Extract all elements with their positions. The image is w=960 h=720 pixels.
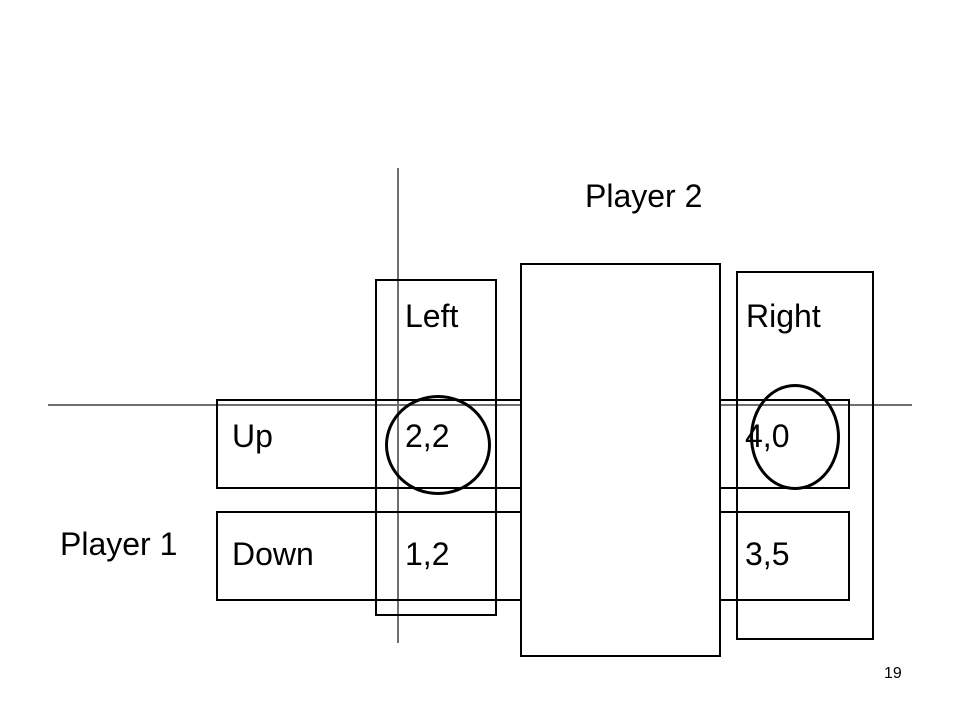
column-box-right <box>736 271 874 640</box>
player-1-label: Player 1 <box>60 526 178 562</box>
column-box-middle <box>520 263 721 657</box>
column-label-right: Right <box>746 298 821 334</box>
page-number: 19 <box>884 665 902 682</box>
payoff-down-right: 3,5 <box>745 536 790 572</box>
player-2-label: Player 2 <box>585 178 703 214</box>
best-response-circle-up-left <box>385 395 491 495</box>
column-label-left: Left <box>405 298 459 334</box>
column-box-left <box>375 279 497 616</box>
payoff-down-left: 1,2 <box>405 536 450 572</box>
best-response-circle-up-right <box>750 384 840 490</box>
horizontal-axis-line <box>48 404 912 406</box>
row-label-down: Down <box>232 536 314 572</box>
row-label-up: Up <box>232 418 273 454</box>
